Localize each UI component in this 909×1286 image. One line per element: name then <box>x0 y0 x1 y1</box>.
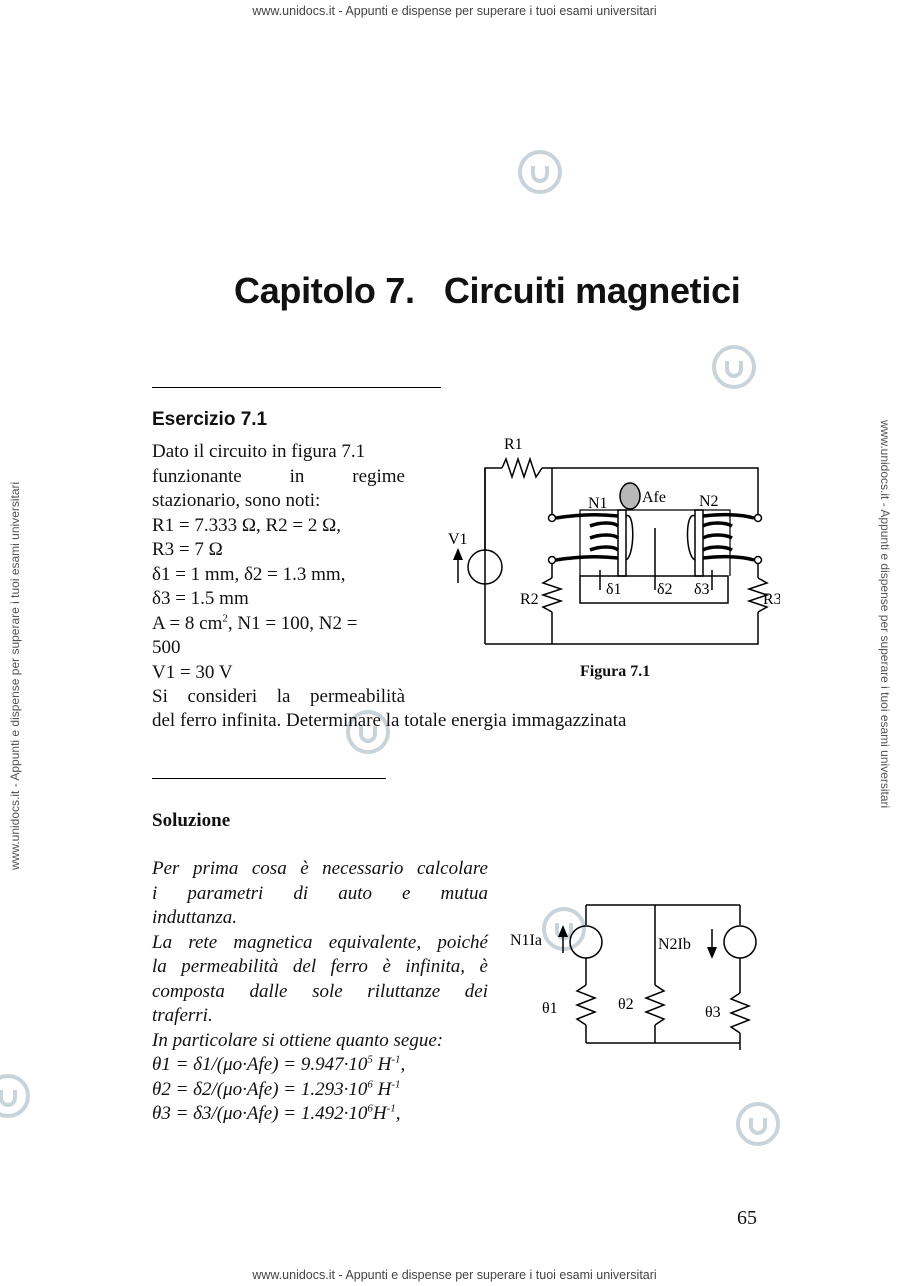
solution-line: la permeabilità del ferro è infinita, è <box>152 956 488 977</box>
d2-label: δ2 <box>657 581 673 598</box>
n2ib-source-icon <box>723 925 757 959</box>
r1-resistor <box>501 456 543 480</box>
n1ia-label: N1Ia <box>510 932 542 949</box>
exercise-line: Dato il circuito in figura 7.1 <box>152 441 366 462</box>
formula-theta1: θ1 = δ1/(μo·Afe) = 9.947·105 H-1, <box>152 1053 406 1075</box>
solution-line: i parametri di auto e mutua <box>152 882 488 904</box>
r2-resistor <box>540 577 564 613</box>
watermark-bottom: www.unidocs.it - Appunti e dispense per … <box>252 1268 657 1282</box>
n1ia-source-icon <box>569 925 603 959</box>
exercise-title: Esercizio 7.1 <box>152 409 268 430</box>
d1-label: δ1 <box>606 581 622 598</box>
unidocs-logo-icon <box>518 150 562 194</box>
solution-line: composta dalle sole riluttanze dei <box>152 980 488 1002</box>
exercise-line: δ3 = 1.5 mm <box>152 588 249 609</box>
unidocs-logo-icon <box>542 907 586 951</box>
exercise-line: R1 = 7.333 Ω, R2 = 2 Ω, <box>152 514 342 536</box>
formula-theta2: θ2 = δ2/(μo·Afe) = 1.293·106 H-1 <box>152 1078 401 1100</box>
chapter-heading: Capitolo 7. Circuiti magnetici <box>234 270 741 312</box>
exercise-line: funzionante in regime <box>152 465 405 487</box>
v1-label: V1 <box>448 531 468 548</box>
r1-label: R1 <box>504 436 523 453</box>
theta2-reluctance <box>643 984 667 1026</box>
divider <box>152 778 386 779</box>
watermark-left: www.unidocs.it - Appunti e dispense per … <box>8 481 22 870</box>
d3-label: δ3 <box>694 581 710 598</box>
n1-label: N1 <box>588 495 608 512</box>
area-value: A = 8 cm <box>152 612 223 634</box>
magnetic-network-figure: N1Ia N2Ib θ1 θ2 θ3 <box>510 904 757 1050</box>
unidocs-logo-icon <box>736 1102 780 1146</box>
solution-line: La rete magnetica equivalente, poiché <box>152 931 488 953</box>
exercise-last-line: del ferro infinita. Determinare la total… <box>152 710 627 731</box>
exercise-line: V1 = 30 V <box>152 661 233 683</box>
theta3-label: θ3 <box>705 1004 721 1021</box>
solution-line: traferri. <box>152 1005 213 1026</box>
theta2-label: θ2 <box>618 996 634 1013</box>
figure-caption: Figura 7.1 <box>580 663 651 680</box>
exercise-line: δ1 = 1 mm, δ2 = 1.3 mm, <box>152 563 346 585</box>
theta1-reluctance <box>574 984 598 1026</box>
unidocs-logo-icon <box>0 1074 30 1118</box>
n2-label: N2 <box>699 493 719 510</box>
chapter-title: Circuiti magnetici <box>443 270 741 311</box>
magnetic-core <box>579 575 729 604</box>
circuit-figure-7-1: R1 R2 R3 V1 N1 N2 Afe δ1 δ2 δ3 <box>448 436 780 645</box>
solution-title: Soluzione <box>152 810 231 831</box>
r2-label: R2 <box>520 591 539 608</box>
n2-coil-icon <box>702 512 755 562</box>
solution-line: Per prima cosa è necessario calcolare <box>152 858 488 879</box>
divider <box>152 387 441 388</box>
r3-label: R3 <box>763 591 780 608</box>
afe-area-icon <box>619 482 641 510</box>
unidocs-logo-icon <box>712 345 756 389</box>
formula-theta3: θ3 = δ3/(μo·Afe) = 1.492·106H-1, <box>152 1102 401 1124</box>
chapter-label: Capitolo 7. <box>234 270 415 311</box>
solution-line: induttanza. <box>152 907 237 928</box>
exercise-text: Dato il circuito in figura 7.1 funzionan… <box>152 440 405 710</box>
watermark-right: www.unidocs.it - Appunti e dispense per … <box>878 420 892 809</box>
area-exponent: 2 <box>222 612 228 625</box>
solution-text: Per prima cosa è necessario calcolare i … <box>152 857 488 1127</box>
unidocs-logo-icon <box>346 710 390 754</box>
n2ib-label: N2Ib <box>658 936 691 953</box>
solution-line: In particolare si ottiene quanto segue: <box>152 1029 444 1051</box>
turns-values: , N1 = 100, N2 = <box>227 612 358 634</box>
r3-resistor <box>746 577 770 613</box>
afe-label: Afe <box>642 489 666 506</box>
theta1-label: θ1 <box>542 1000 558 1017</box>
theta3-reluctance <box>728 992 752 1034</box>
exercise-line: R3 = 7 Ω <box>152 539 223 560</box>
n1-coil-icon <box>555 512 620 562</box>
page-number: 65 <box>737 1207 757 1229</box>
exercise-line: A = 8 cm2, N1 = 100, N2 = <box>152 612 405 637</box>
exercise-line: stazionario, sono noti: <box>152 490 321 511</box>
exercise-line: Si consideri la permeabilità <box>152 686 405 707</box>
exercise-line: 500 <box>152 637 181 658</box>
watermark-top: www.unidocs.it - Appunti e dispense per … <box>252 4 657 18</box>
